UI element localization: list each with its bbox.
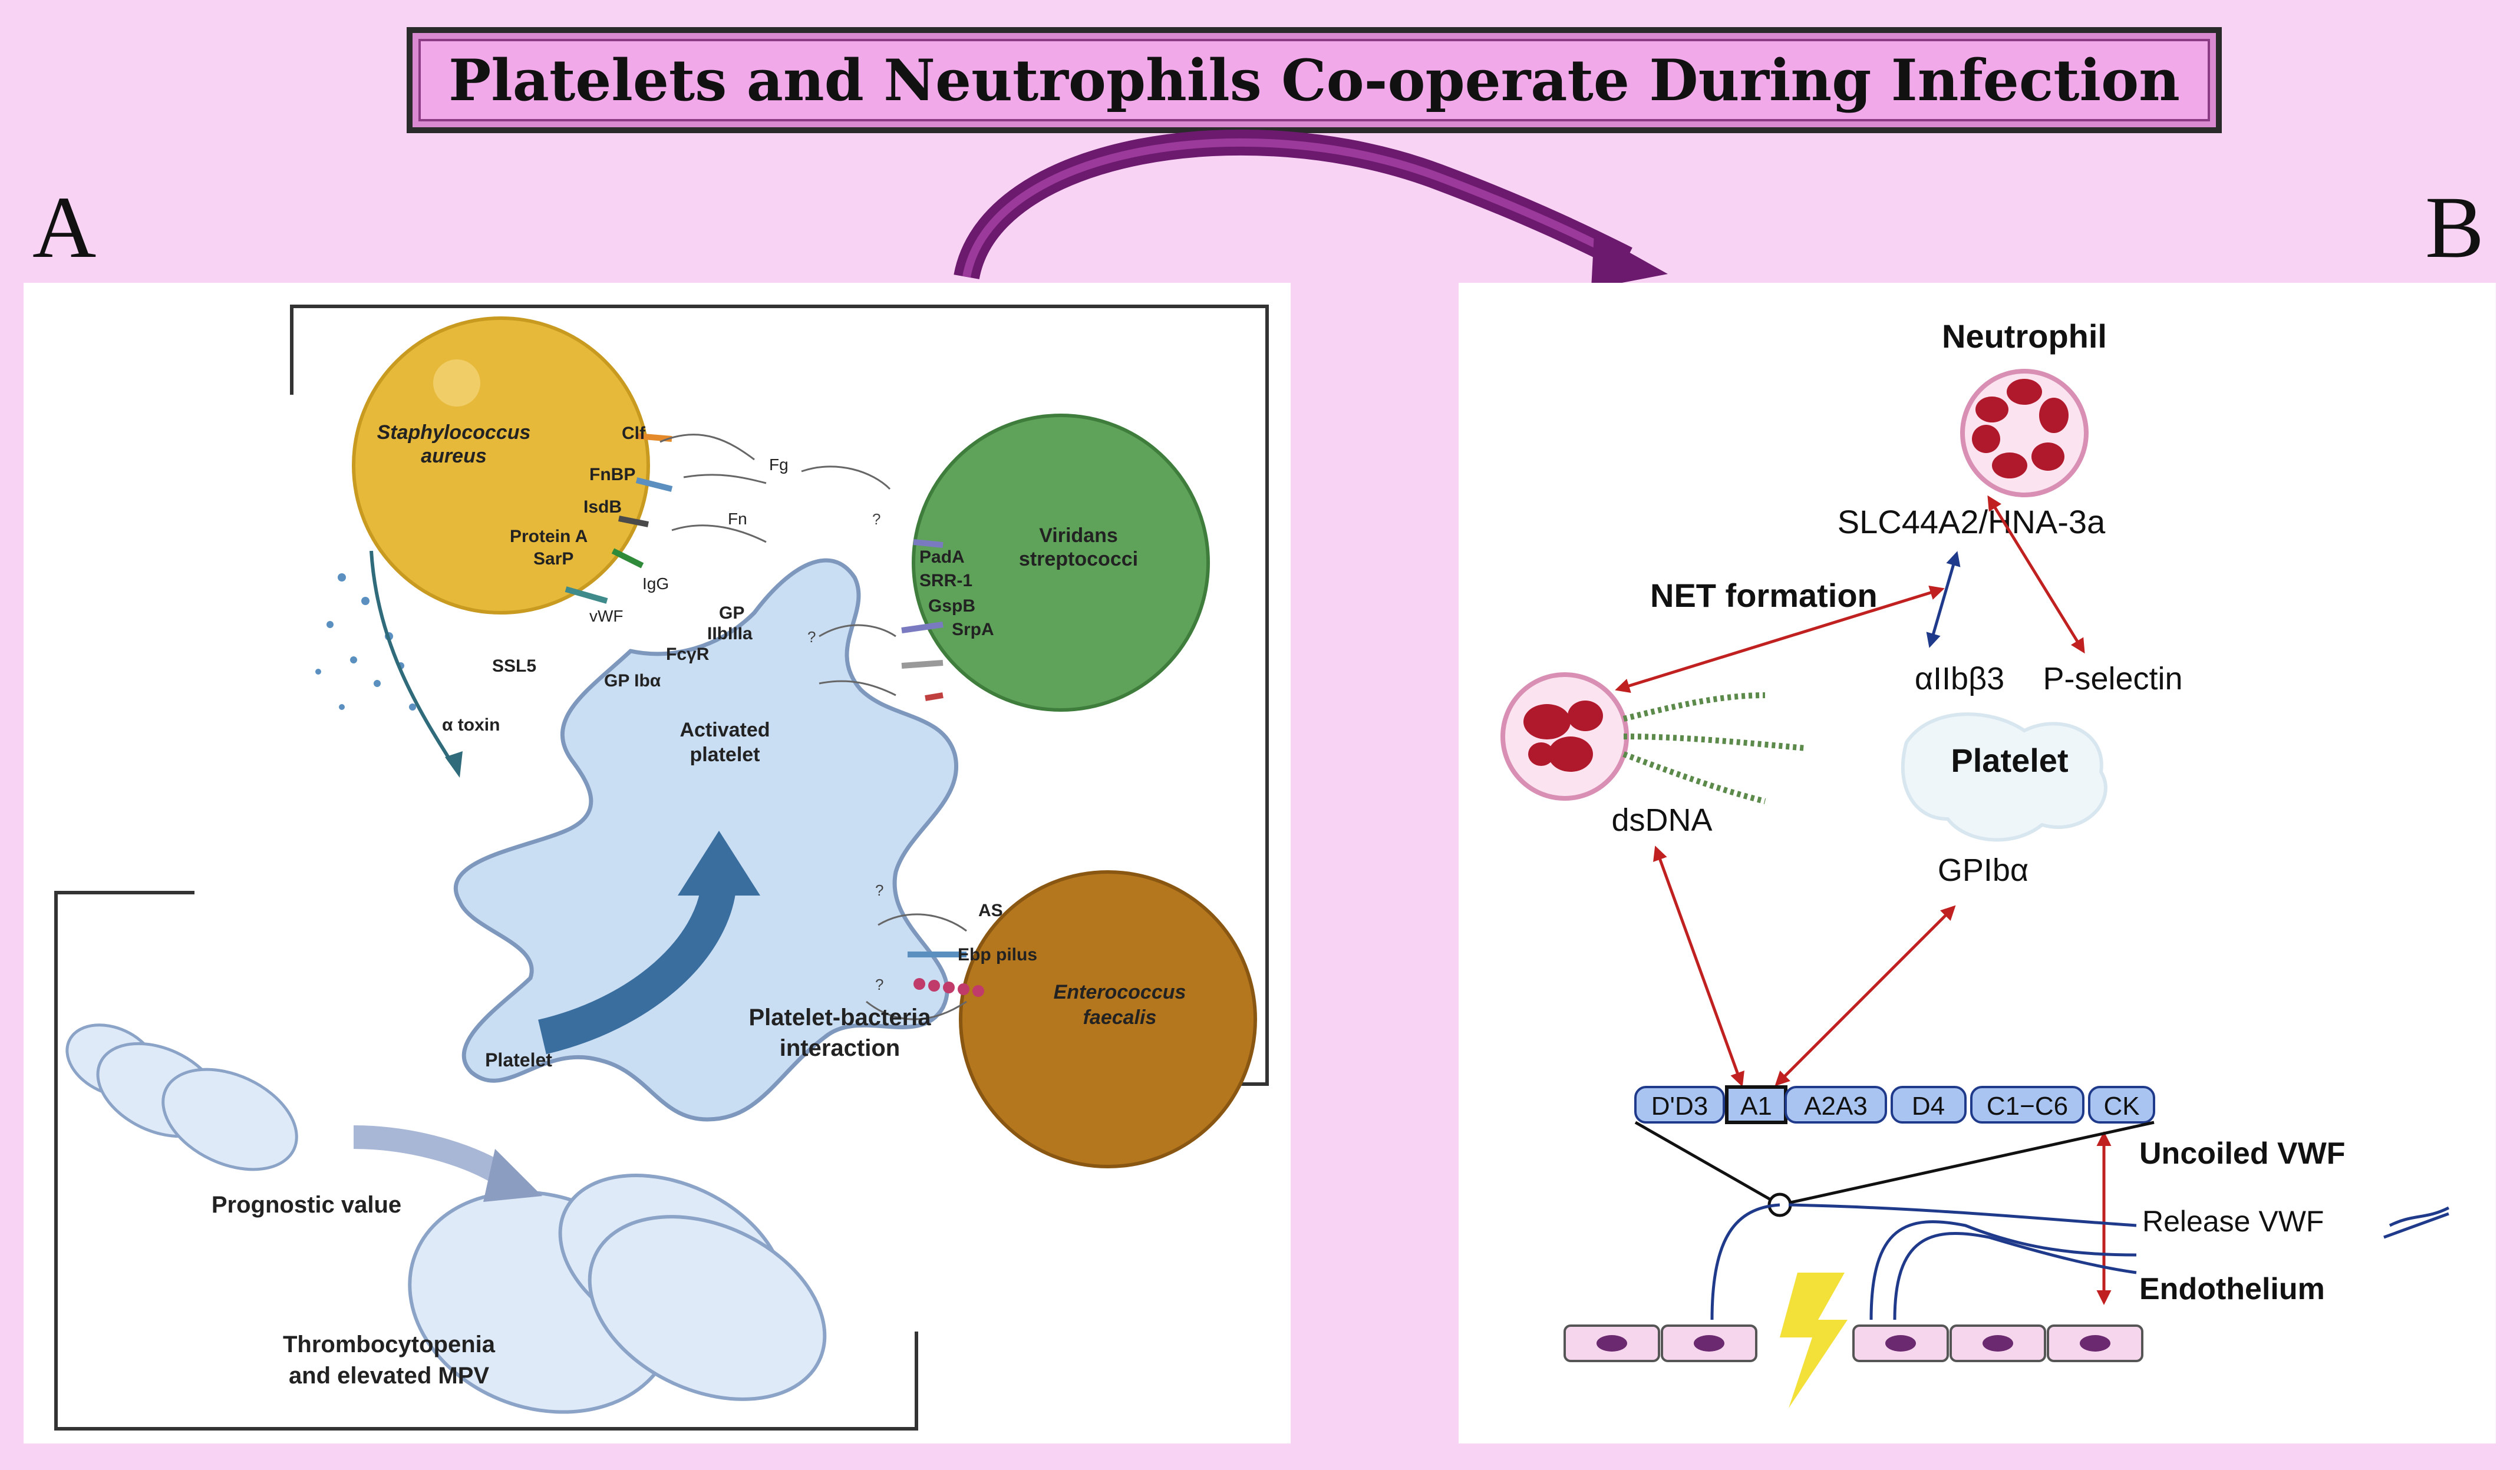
activation-arrow xyxy=(538,881,737,1055)
prognostic-label: Prognostic value xyxy=(212,1192,401,1218)
factor-isdb: IsdB xyxy=(583,497,622,517)
toxin-alpha: α toxin xyxy=(442,715,500,735)
aiib-b3-label: αIIbβ3 xyxy=(1915,661,2004,696)
factor-clf: Clf xyxy=(622,424,646,443)
thrombocytopenia-line2: and elevated MPV xyxy=(289,1363,489,1389)
unknown-marker: ? xyxy=(872,510,880,528)
viridans-streptococci-cell xyxy=(912,414,1210,712)
interaction-arrows xyxy=(659,434,967,1020)
domain-d4: D4 xyxy=(1912,1092,1945,1121)
p-selectin-label: P-selectin xyxy=(2043,661,2182,696)
lower-frame xyxy=(54,891,918,1431)
title-banner: Platelets and Neutrophils Co-operate Dur… xyxy=(407,27,2222,133)
activated-platelet-line1: Activated xyxy=(680,719,770,741)
domain-a1: A1 xyxy=(1740,1092,1772,1121)
factor-srpa: SrpA xyxy=(952,620,994,639)
toxin-arrow xyxy=(370,550,456,767)
receptor-gpiba: GP Ibα xyxy=(604,671,661,691)
enterococcus-name-line2: faecalis xyxy=(1083,1006,1157,1029)
unknown-marker: ? xyxy=(807,628,816,646)
panel-a-label: A xyxy=(32,179,97,276)
toxin-ssl5: SSL5 xyxy=(492,656,536,676)
enterococcus-faecalis-cell xyxy=(959,870,1257,1168)
domain-ck: CK xyxy=(2103,1092,2139,1121)
unknown-marker: ? xyxy=(875,881,883,899)
factor-fnbp: FnBP xyxy=(589,465,635,484)
ligand-fg: Fg xyxy=(769,455,789,474)
release-vwf-label: Release VWF xyxy=(2142,1205,2324,1238)
interaction-label-line2: interaction xyxy=(780,1035,900,1061)
factor-ebp-pilus: Ebp pilus xyxy=(958,945,1037,964)
endothelium-layer xyxy=(1564,1324,2143,1362)
lightning-bolt-icon xyxy=(1780,1273,1848,1408)
factor-gspb: GspB xyxy=(928,596,975,616)
dsdna-label: dsDNA xyxy=(1611,802,1712,838)
factor-protein-a: Protein A xyxy=(510,527,588,546)
slc-aiib-arrow xyxy=(1926,551,1961,648)
activated-platelet-shape xyxy=(453,558,958,1122)
dsdna-strands xyxy=(1622,692,1807,804)
toxin-particles xyxy=(315,573,416,711)
net-formation-label: NET formation xyxy=(1650,577,1878,614)
panel-b: Neutrophil SLC44A2/HNA-3a NET formation … xyxy=(1459,283,2496,1443)
viridans-name-line2: streptococci xyxy=(1019,548,1138,570)
net-neutrophil-cell xyxy=(1500,672,1629,801)
uncoiled-vwf-label: Uncoiled VWF xyxy=(2139,1137,2346,1171)
vwf-domain-bar xyxy=(1634,1085,2155,1124)
receptor-gp: GP xyxy=(719,603,744,623)
net-nucleus xyxy=(1523,701,1603,772)
activated-platelet-line2: platelet xyxy=(690,744,760,766)
platelet-label: Platelet xyxy=(1951,742,2068,779)
domain-dd3: D'D3 xyxy=(1651,1092,1708,1121)
receptor-fcgr: FcγR xyxy=(666,645,710,664)
slc44a2-label: SLC44A2/HNA-3a xyxy=(1838,503,2106,540)
panel-b-label: B xyxy=(2425,179,2485,276)
gpiba-label: GPIbα xyxy=(1938,853,2028,888)
receptor-iibiiia: IIbIIIa xyxy=(707,624,753,643)
domain-a2a3: A2A3 xyxy=(1804,1092,1868,1121)
factor-srr1: SRR-1 xyxy=(919,571,972,590)
ebp-pilus xyxy=(913,978,984,997)
staph-name-line1: Staphylococcus xyxy=(377,421,531,444)
vwf-strands xyxy=(1710,1203,2450,1320)
figure-title: Platelets and Neutrophils Co-operate Dur… xyxy=(448,47,2180,114)
ligand-igg: IgG xyxy=(642,574,669,593)
staph-name-line2: aureus xyxy=(421,445,487,467)
adhesin-connectors xyxy=(565,433,967,957)
neutrophil-nucleus xyxy=(1972,379,2069,478)
unknown-marker: ? xyxy=(875,976,883,993)
factor-pada: PadA xyxy=(919,547,965,567)
panel-a: Staphylococcus aureus Clf FnBP IsdB Prot… xyxy=(24,283,1291,1443)
factor-as: AS xyxy=(978,901,1003,920)
factor-sarp: SarP xyxy=(533,549,573,569)
resting-platelet-label: Platelet xyxy=(485,1049,552,1071)
zoom-line-right xyxy=(1779,1121,2155,1207)
endothelium-label: Endothelium xyxy=(2139,1272,2325,1306)
prognostic-arrow xyxy=(353,1125,514,1188)
interaction-arrows xyxy=(1615,495,2112,1305)
interaction-label-line1: Platelet-bacteria xyxy=(748,1005,931,1030)
staphylococcus-aureus-cell xyxy=(352,316,650,615)
large-platelet-stack xyxy=(588,1215,827,1401)
viridans-name-line1: Viridans xyxy=(1039,524,1118,547)
ligand-vwf: vWF xyxy=(589,607,624,625)
thrombocytopenia-line1: Thrombocytopenia xyxy=(283,1332,496,1357)
domain-c1-c6: C1−C6 xyxy=(1987,1092,2068,1121)
enterococcus-name-line1: Enterococcus xyxy=(1054,981,1186,1003)
ligand-fn: Fn xyxy=(728,510,747,528)
platelet-cell xyxy=(1901,712,2107,842)
neutrophil-label: Neutrophil xyxy=(1942,318,2107,355)
zoom-line-left xyxy=(1634,1121,1781,1207)
small-platelet-stack xyxy=(161,1068,298,1171)
